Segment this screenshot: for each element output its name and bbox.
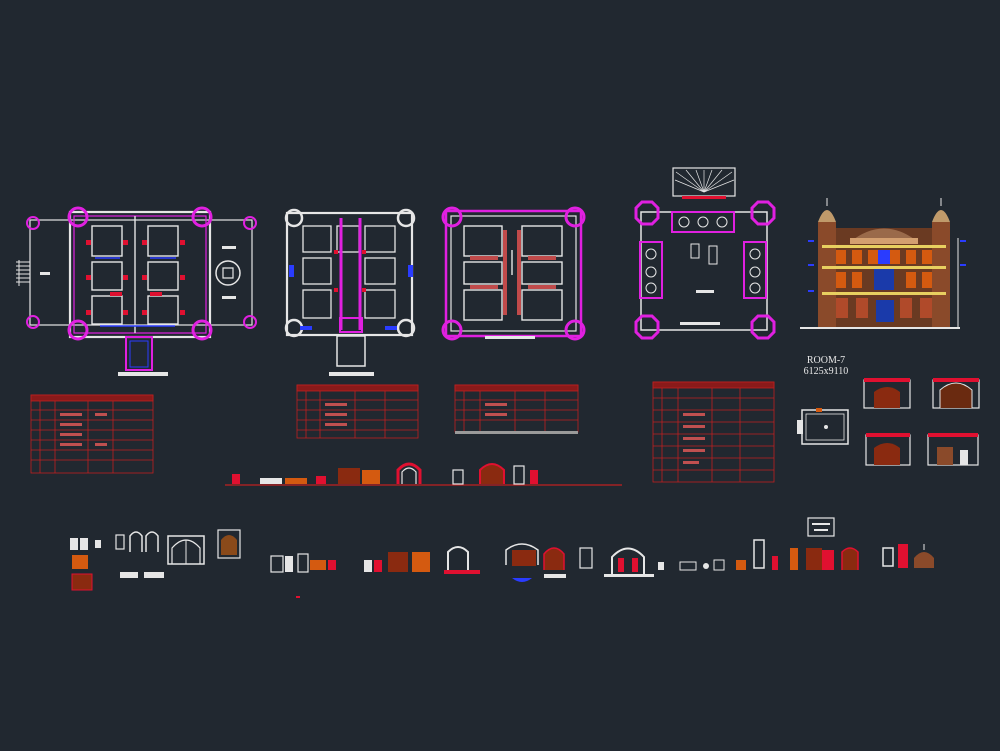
room-label: ROOM-7 6125x9110	[796, 355, 856, 377]
room-name: ROOM-7	[806, 355, 846, 366]
first-floor-plan[interactable]	[284, 208, 416, 376]
door-window-details-row[interactable]	[225, 462, 622, 486]
second-floor-plan[interactable]	[441, 206, 586, 341]
table-3-underline	[455, 431, 578, 434]
elevation-details-row[interactable]	[70, 517, 934, 598]
roof-plan[interactable]	[634, 167, 776, 340]
ground-floor-plan[interactable]	[16, 206, 257, 376]
schedule-table-3[interactable]	[454, 384, 579, 433]
room-size: 6125x9110	[803, 366, 849, 377]
schedule-table-2[interactable]	[296, 384, 419, 439]
table-text-marks	[60, 403, 705, 464]
room-7-detail[interactable]	[797, 378, 980, 466]
front-elevation[interactable]	[800, 198, 966, 329]
schedule-table-1[interactable]	[30, 394, 154, 474]
schedule-table-4[interactable]	[652, 381, 775, 483]
